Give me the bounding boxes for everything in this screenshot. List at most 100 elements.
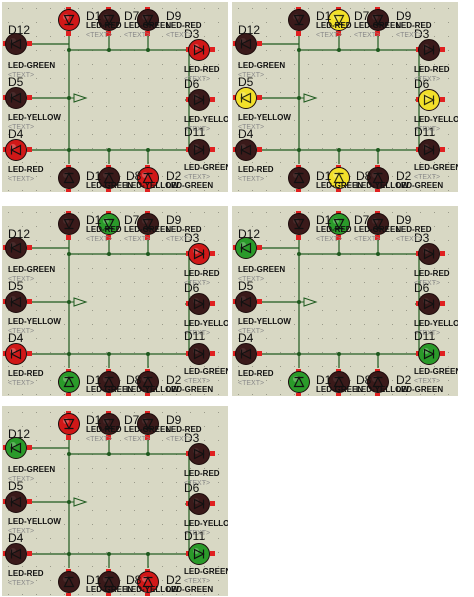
- led-d4-icon[interactable]: [233, 343, 262, 365]
- led-d12-icon[interactable]: [3, 437, 32, 459]
- led-d2-icon[interactable]: [137, 569, 159, 596]
- schematic-canvas: [233, 7, 449, 192]
- led-d7-text-placeholder: <TEXT>: [124, 436, 151, 443]
- led-d12-icon[interactable]: [233, 33, 262, 55]
- led-d11-icon[interactable]: [416, 343, 445, 365]
- led-d2-icon[interactable]: [137, 165, 159, 192]
- led-d8-part-label: LED-YELLOW: [356, 181, 409, 190]
- led-d11-part-label: LED-GREEN: [184, 163, 228, 172]
- wires: [260, 34, 420, 164]
- led-d2-icon[interactable]: [367, 165, 389, 192]
- led-d5-icon[interactable]: [233, 291, 262, 313]
- led-d10-ref-label: D1: [86, 169, 102, 183]
- led-d6-icon[interactable]: [186, 89, 215, 111]
- led-d8-icon[interactable]: [98, 569, 120, 596]
- led-d11-text-placeholder: <TEXT>: [184, 174, 211, 181]
- led-d5-icon[interactable]: [3, 87, 32, 109]
- led-d4-icon[interactable]: [233, 139, 262, 161]
- led-d12-part-label: LED-GREEN: [8, 265, 56, 274]
- led-d6-icon[interactable]: [186, 493, 215, 515]
- led-d10-icon[interactable]: [58, 369, 80, 396]
- led-d5-icon[interactable]: [3, 291, 32, 313]
- led-d9-part-label: LED-RED: [166, 225, 202, 234]
- led-d9-icon[interactable]: [137, 7, 159, 36]
- led-d11-ref-label: D11: [184, 529, 206, 543]
- led-d12-icon[interactable]: [3, 33, 32, 55]
- led-d6-part-label: LED-YELLOW: [184, 319, 228, 328]
- junction-dot: [67, 452, 71, 456]
- led-d11-icon[interactable]: [186, 543, 215, 565]
- led-d2-part-label: LED-GREEN: [166, 385, 214, 394]
- led-d8-ref-label: D8: [356, 169, 372, 183]
- led-d8-ref-label: D8: [356, 373, 372, 387]
- led-d9-icon[interactable]: [137, 411, 159, 440]
- led-d7-icon[interactable]: [328, 211, 350, 240]
- led-d3-ref-label: D3: [184, 231, 200, 245]
- led-d1-icon[interactable]: [288, 211, 310, 240]
- led-d8-icon[interactable]: [98, 165, 120, 192]
- led-d11-text-placeholder: <TEXT>: [414, 174, 441, 181]
- led-d10-icon[interactable]: [288, 369, 310, 396]
- led-d7-icon[interactable]: [98, 7, 120, 36]
- led-d6-icon[interactable]: [186, 293, 215, 315]
- led-d3-icon[interactable]: [416, 39, 445, 61]
- led-d6-icon[interactable]: [416, 89, 445, 111]
- led-d12-icon[interactable]: [233, 237, 262, 259]
- led-d10-part-label: LED-GREEN: [316, 385, 364, 394]
- led-d4-icon[interactable]: [3, 543, 32, 565]
- led-d4-part-label: LED-RED: [8, 165, 44, 174]
- led-d4-text-placeholder: <TEXT>: [238, 176, 265, 183]
- led-d4-icon[interactable]: [3, 343, 32, 365]
- led-d5-text-placeholder: <TEXT>: [8, 328, 35, 335]
- led-d9-icon[interactable]: [137, 211, 159, 240]
- led-d10-icon[interactable]: [288, 165, 310, 192]
- wires: [260, 238, 420, 368]
- junction-dot: [337, 48, 341, 52]
- led-d3-icon[interactable]: [416, 243, 445, 265]
- led-d11-ref-label: D11: [184, 125, 206, 139]
- junction-dot: [146, 48, 150, 52]
- junction-dot: [146, 452, 150, 456]
- led-d3-icon[interactable]: [186, 243, 215, 265]
- led-d9-icon[interactable]: [367, 211, 389, 240]
- led-d9-icon[interactable]: [367, 7, 389, 36]
- led-d8-icon[interactable]: [328, 369, 350, 396]
- led-d1-icon[interactable]: [58, 411, 80, 440]
- direction-arrow-icon: [69, 497, 88, 507]
- led-d1-text-placeholder: <TEXT>: [316, 236, 343, 243]
- led-d3-icon[interactable]: [186, 39, 215, 61]
- led-d11-icon[interactable]: [186, 139, 215, 161]
- led-d5-icon[interactable]: [3, 491, 32, 513]
- led-d7-text-placeholder: <TEXT>: [124, 32, 151, 39]
- led-d6-part-label: LED-YELLOW: [184, 519, 228, 528]
- led-d5-icon[interactable]: [233, 87, 262, 109]
- led-d1-icon[interactable]: [288, 7, 310, 36]
- led-d2-icon[interactable]: [137, 369, 159, 396]
- led-d10-icon[interactable]: [58, 569, 80, 596]
- led-d8-icon[interactable]: [98, 369, 120, 396]
- led-d11-icon[interactable]: [416, 139, 445, 161]
- led-d3-text-placeholder: <TEXT>: [414, 280, 441, 287]
- led-d4-icon[interactable]: [3, 139, 32, 161]
- led-d3-icon[interactable]: [186, 443, 215, 465]
- led-d6-icon[interactable]: [416, 293, 445, 315]
- led-d7-ref-label: D7: [354, 9, 370, 23]
- led-d2-icon[interactable]: [367, 369, 389, 396]
- led-d9-part-label: LED-RED: [166, 425, 202, 434]
- led-d7-icon[interactable]: [98, 211, 120, 240]
- led-d1-icon[interactable]: [58, 211, 80, 240]
- led-d10-icon[interactable]: [58, 165, 80, 192]
- led-d11-icon[interactable]: [186, 343, 215, 365]
- led-d3-ref-label: D3: [414, 231, 430, 245]
- led-d7-icon[interactable]: [98, 411, 120, 440]
- led-d2-ref-label: D2: [166, 573, 182, 587]
- junction-dot: [146, 148, 150, 152]
- led-d4-part-label: LED-RED: [8, 569, 44, 578]
- led-d6-text-placeholder: <TEXT>: [184, 530, 211, 537]
- led-d7-icon[interactable]: [328, 7, 350, 36]
- led-d12-ref-label: D12: [8, 427, 31, 441]
- led-d12-part-label: LED-GREEN: [8, 61, 56, 70]
- led-d1-icon[interactable]: [58, 7, 80, 36]
- led-d8-icon[interactable]: [328, 165, 350, 192]
- led-d12-icon[interactable]: [3, 237, 32, 259]
